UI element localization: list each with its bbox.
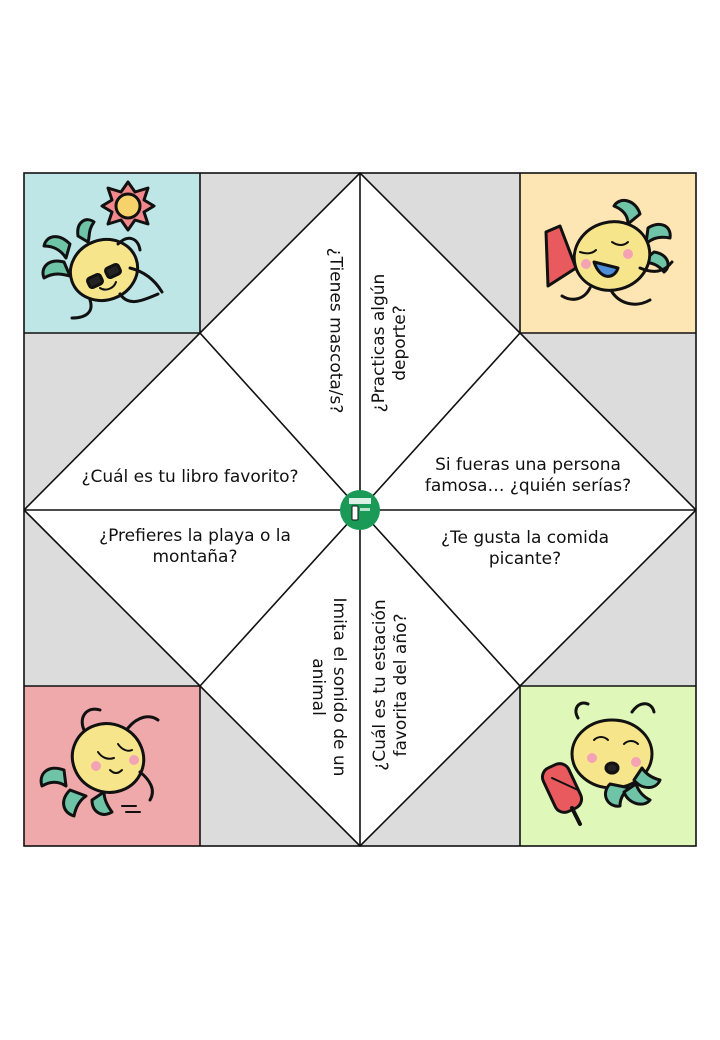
center-logo-icon [340, 490, 380, 530]
pineapple-icecream-icon [540, 701, 662, 826]
question-book: ¿Cuál es tu libro favorito? [81, 467, 299, 487]
question-animal: Imita el sonido de un animal [308, 597, 349, 777]
question-spicy: ¿Te gusta la comida picante? [440, 528, 610, 569]
pineapple-superhero-icon [544, 198, 674, 306]
pineapple-sunbathing-icon [41, 180, 164, 320]
question-sport: ¿Practicas algún deporte? [369, 273, 410, 413]
question-beach: ¿Prefieres la playa o la montaña? [99, 526, 291, 567]
pineapple-dancing-icon [39, 707, 160, 818]
question-famous: Si fueras una persona famosa… ¿quién ser… [424, 455, 632, 496]
question-season: ¿Cuál es tu estación favorita del año? [370, 599, 411, 771]
question-pets: ¿Tienes mascota/s? [325, 247, 346, 414]
